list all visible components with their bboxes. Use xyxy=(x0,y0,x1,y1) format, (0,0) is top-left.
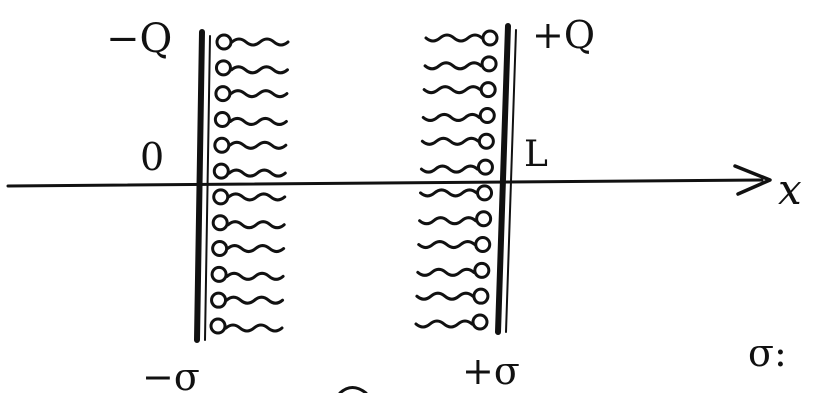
left-charge-circle xyxy=(210,265,228,283)
right-charge-circle xyxy=(474,236,492,254)
left-charge-squiggle xyxy=(214,85,289,103)
right-plate-charges xyxy=(414,29,499,331)
right-charge-tail xyxy=(414,319,474,329)
left-surface-density-label: −σ xyxy=(142,355,200,393)
right-charge-circle xyxy=(473,261,491,279)
left-plate-charges xyxy=(209,33,290,335)
right-plate xyxy=(495,23,511,335)
right-plate-edge xyxy=(505,29,517,333)
left-charge-circle xyxy=(213,110,231,128)
right-charge-squiggle xyxy=(416,261,491,279)
sigma-note-label: σ: xyxy=(748,331,787,375)
left-charge-circle xyxy=(214,59,232,77)
left-plate xyxy=(194,29,205,343)
left-charge-tail xyxy=(230,37,290,47)
right-surface-density-label: +σ xyxy=(462,349,520,393)
right-charge-tail xyxy=(421,112,481,122)
left-charge-circle xyxy=(211,240,229,258)
right-charge-circle xyxy=(471,313,489,331)
right-charge-tail xyxy=(419,188,479,198)
left-charge-circle xyxy=(209,317,227,335)
right-charge-squiggle xyxy=(423,55,498,73)
left-charge-squiggle xyxy=(212,162,287,180)
right-charge-squiggle xyxy=(420,132,495,150)
right-charge-squiggle xyxy=(414,313,489,331)
left-charge-squiggle xyxy=(210,291,285,309)
origin-label: 0 xyxy=(140,135,164,179)
right-plate-position-label: L xyxy=(524,134,548,175)
left-charge-circle xyxy=(215,33,233,51)
right-charge-tail xyxy=(417,240,477,250)
right-charge-squiggle xyxy=(422,81,497,99)
right-charge-tail xyxy=(415,291,475,301)
left-charge-tail xyxy=(228,116,288,126)
left-charge-tail xyxy=(226,244,286,254)
right-charge-circle xyxy=(478,106,496,124)
left-charge-squiggle xyxy=(210,265,285,283)
left-charge-squiggle xyxy=(215,33,290,51)
x-axis-label: x xyxy=(778,165,802,214)
cropped-stroke xyxy=(338,386,368,393)
left-charge-squiggle xyxy=(213,136,288,154)
left-charge-squiggle xyxy=(209,317,284,335)
right-charge-circle xyxy=(472,287,490,305)
right-charge-circle xyxy=(476,158,494,176)
left-charge-tail xyxy=(229,89,289,99)
right-charge-squiggle xyxy=(417,236,492,254)
left-charge-circle xyxy=(212,188,230,206)
left-charge-tail xyxy=(224,323,284,333)
right-charge-tail xyxy=(420,136,480,146)
left-charge-tail xyxy=(228,140,288,150)
right-charge-squiggle xyxy=(419,158,494,176)
left-charge-squiggle xyxy=(212,188,287,206)
left-charge-circle xyxy=(212,162,230,180)
right-charge-circle xyxy=(476,184,494,202)
right-plate-charge-label: +Q xyxy=(532,13,595,57)
left-charge-tail xyxy=(229,65,289,75)
left-charge-tail xyxy=(227,168,287,178)
right-charge-tail xyxy=(422,85,482,95)
right-charge-squiggle xyxy=(424,29,499,47)
left-plate-edge xyxy=(204,35,211,341)
left-charge-squiggle xyxy=(214,59,289,77)
left-charge-squiggle xyxy=(213,110,288,128)
left-charge-circle xyxy=(211,214,229,232)
right-charge-squiggle xyxy=(415,287,490,305)
right-charge-circle xyxy=(480,55,498,73)
right-charge-tail xyxy=(418,216,478,226)
left-charge-circle xyxy=(210,291,228,309)
right-charge-circle xyxy=(481,29,499,47)
left-charge-squiggle xyxy=(211,214,286,232)
left-charge-circle xyxy=(214,85,232,103)
left-charge-tail xyxy=(225,295,285,305)
left-charge-squiggle xyxy=(211,240,286,258)
right-charge-circle xyxy=(477,132,495,150)
right-charge-tail xyxy=(416,267,476,277)
left-charge-tail xyxy=(226,220,286,230)
right-charge-tail xyxy=(423,61,483,71)
x-axis-arrowhead xyxy=(733,164,772,196)
left-charge-tail xyxy=(227,192,287,202)
right-charge-squiggle xyxy=(419,184,494,202)
left-plate-charge-label: −Q xyxy=(106,16,172,62)
right-charge-tail xyxy=(424,33,484,43)
x-axis-line xyxy=(6,178,764,188)
right-charge-circle xyxy=(479,81,497,99)
left-charge-tail xyxy=(225,271,285,281)
right-charge-circle xyxy=(475,210,493,228)
right-charge-squiggle xyxy=(418,210,493,228)
right-charge-squiggle xyxy=(421,106,496,124)
right-charge-tail xyxy=(419,164,479,174)
left-charge-circle xyxy=(213,136,231,154)
